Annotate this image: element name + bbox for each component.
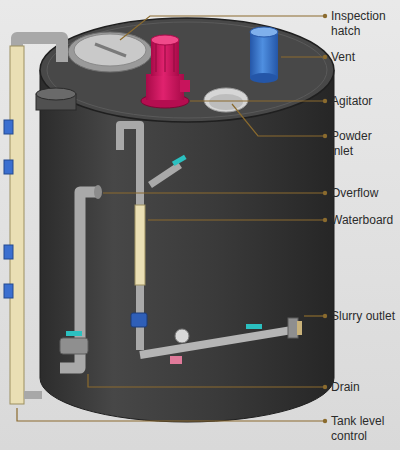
- leader-dot: [323, 314, 327, 318]
- leader-dot: [323, 419, 327, 423]
- agitator-part: [151, 40, 179, 76]
- leader-line: [304, 315, 325, 316]
- outlet-pipe-part: [297, 321, 302, 335]
- part-label: Tank level control: [331, 414, 393, 444]
- leader-line: [281, 56, 325, 57]
- inspection-hatch-part: [95, 44, 126, 56]
- agitator-part: [180, 80, 190, 92]
- vent-part: [250, 73, 278, 83]
- part-label: Overflow: [331, 186, 378, 201]
- outlet-pipe-part: [140, 330, 292, 355]
- tank-body-part: [40, 18, 334, 122]
- waterboard-pipe-part: [172, 155, 187, 166]
- inspection-hatch-part: [74, 34, 146, 66]
- leader-line: [232, 104, 325, 136]
- level-tube: [4, 38, 62, 404]
- part-label: Powder inlet: [331, 129, 387, 159]
- waterboard-pipe-part: [150, 165, 180, 185]
- vent-part: [250, 27, 278, 37]
- leader-line: [148, 219, 325, 220]
- agitator: [141, 35, 190, 108]
- outlet-pipe: [140, 318, 302, 364]
- leader-dot: [323, 55, 327, 59]
- tank-body-part: [47, 22, 327, 118]
- agitator-part: [174, 44, 175, 72]
- leader-dot: [323, 191, 327, 195]
- level-tube-part: [4, 245, 13, 259]
- outlet-pipe-part: [175, 329, 189, 343]
- outlet-pipe-part: [246, 324, 262, 329]
- outlet-pipe-part: [288, 318, 298, 338]
- waterboard-pipe-part: [135, 205, 145, 285]
- leader-line: [88, 374, 325, 387]
- leader-dot: [323, 14, 327, 18]
- part-label: Vent: [331, 50, 355, 65]
- leader-line: [17, 408, 325, 421]
- level-tube-part: [4, 160, 13, 174]
- level-tube-part: [4, 284, 13, 298]
- leader-line: [103, 192, 325, 193]
- agitator-part: [151, 35, 179, 45]
- agitator-part: [146, 74, 184, 100]
- overflow-pipe-part: [66, 331, 82, 336]
- top-flange: [36, 88, 76, 110]
- powder-inlet-part: [209, 94, 243, 110]
- overflow-pipe-part: [60, 338, 88, 354]
- tank-body: [40, 18, 334, 422]
- leader-lines: [17, 14, 327, 423]
- level-tube-part: [10, 46, 24, 404]
- leader-line: [190, 100, 325, 101]
- leader-dot: [323, 134, 327, 138]
- leader-dot: [323, 99, 327, 103]
- agitator-part: [156, 44, 157, 72]
- overflow-pipe-part: [60, 192, 98, 368]
- top-flange-part: [36, 88, 76, 100]
- outlet-pipe-part: [170, 356, 182, 364]
- waterboard-pipe: [120, 125, 187, 350]
- vent: [250, 27, 278, 83]
- part-label: Slurry outlet: [331, 309, 395, 324]
- powder-inlet: [204, 88, 248, 112]
- leader-dot: [323, 218, 327, 222]
- part-label: Waterboard: [331, 213, 393, 228]
- tank-body-part: [40, 70, 334, 422]
- overflow-pipe-part: [94, 185, 102, 199]
- leader-dot: [323, 385, 327, 389]
- inspection-hatch-part: [68, 32, 152, 72]
- part-label: Drain: [331, 380, 360, 395]
- part-label: Inspection hatch: [331, 9, 393, 39]
- agitator-part: [165, 45, 166, 72]
- part-label: Agitator: [331, 94, 372, 109]
- level-tube-part: [4, 120, 13, 134]
- overflow-pipe: [60, 185, 102, 368]
- powder-inlet-part: [204, 88, 248, 112]
- inspection-hatch: [68, 32, 152, 72]
- level-tube-part: [24, 391, 42, 399]
- vent-part: [250, 32, 278, 78]
- waterboard-pipe-part: [131, 313, 147, 327]
- leader-line: [120, 16, 325, 40]
